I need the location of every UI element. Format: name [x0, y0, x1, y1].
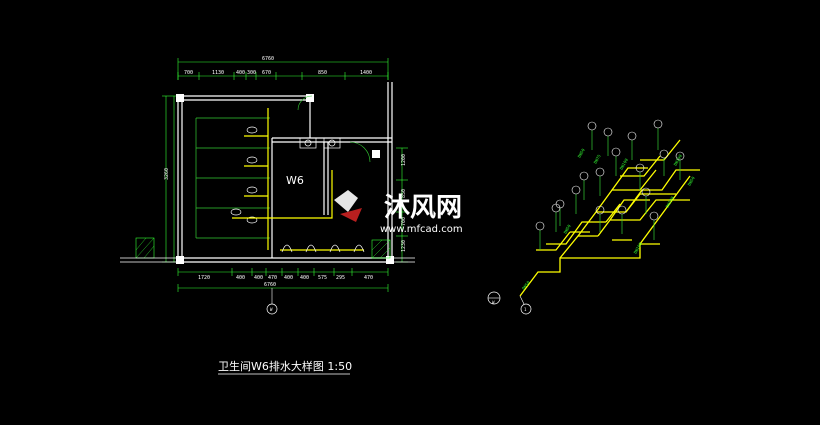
- isometric-diagram: DN50 DN50 DN75 DN100 DN100 DN50 DN50 DN1…: [487, 119, 700, 315]
- riser-bubble: [520, 303, 532, 315]
- bottom-dim-2: 400: [236, 275, 245, 281]
- left-dim-total: 3260: [164, 168, 170, 180]
- top-dim-6: 850: [318, 70, 327, 76]
- pipe-label: DN50: [563, 223, 572, 234]
- right-dim-2: 850: [401, 189, 407, 198]
- top-dim-1: 700: [184, 70, 193, 76]
- watermark-logo: [334, 190, 358, 212]
- right-dim-1: 1200: [401, 154, 407, 166]
- pipe-label: DN50: [521, 279, 531, 290]
- bottom-dim-8: 295: [336, 275, 345, 281]
- iso-risers: [539, 128, 681, 250]
- floor-plan: 6760 700 1130 400 300 670 850 1400: [120, 56, 415, 315]
- toilet-fixtures: [230, 126, 258, 224]
- top-dim-4: 300: [247, 70, 256, 76]
- top-dim-7: 1400: [360, 70, 372, 76]
- pipe-label: DN75: [593, 153, 602, 164]
- iso-axis-label: W: [492, 300, 495, 305]
- pipe-label: DN50: [687, 175, 696, 186]
- plan-drain-pipes: [232, 108, 364, 251]
- column: [176, 256, 184, 264]
- stall-partitions: [195, 117, 270, 239]
- bottom-dim-chain: 1720 400 400 470 400 400 575 295 470 676…: [177, 268, 389, 292]
- watermark-text: 沐风网: [384, 193, 462, 223]
- iso-pipe-labels: DN50 DN50 DN75 DN100 DN100 DN50 DN50 DN1…: [521, 147, 696, 290]
- bottom-dim-1: 1720: [198, 275, 210, 281]
- urinals: [281, 244, 365, 253]
- bottom-dim-9: 470: [364, 275, 373, 281]
- top-dim-5: 670: [262, 70, 271, 76]
- pipe-label: DN100: [673, 153, 684, 166]
- top-dim-2: 1130: [212, 70, 224, 76]
- right-dim-4: 1230: [401, 240, 407, 252]
- bottom-dim-6: 400: [300, 275, 309, 281]
- bottom-dim-7: 575: [318, 275, 327, 281]
- bottom-dim-3: 400: [254, 275, 263, 281]
- column: [306, 94, 314, 102]
- bottom-dim-4: 470: [268, 275, 277, 281]
- watermark-logo-accent: [340, 208, 362, 222]
- overall-dim-top: 6760: [262, 56, 274, 62]
- title-text: 卫生间W6排水大样图 1:50: [218, 359, 352, 373]
- doors: [297, 95, 371, 163]
- pipe-label: DN100: [619, 157, 630, 170]
- pipe-label: DN50: [577, 147, 586, 158]
- iso-pipes: [519, 139, 700, 297]
- axis-bubble: [266, 303, 278, 315]
- walls: [177, 82, 393, 263]
- pipe-label: DN100: [633, 241, 644, 254]
- axis-label: W: [270, 307, 273, 312]
- drawing-title: 卫生间W6排水大样图 1:50: [218, 359, 352, 375]
- column: [372, 150, 380, 158]
- column: [386, 256, 394, 264]
- column: [176, 94, 184, 102]
- overall-dim-bottom: 6760: [264, 282, 276, 288]
- room-label: W6: [286, 174, 304, 187]
- iso-tags: [535, 119, 685, 231]
- watermark-url: www.mfcad.com: [380, 224, 463, 235]
- pipe-label: DN100: [665, 195, 676, 208]
- top-dim-chain: 700 1130 400 300 670 850 1400: [177, 70, 389, 80]
- right-dim-3: 700: [401, 217, 407, 226]
- watermark: 沐风网 www.mfcad.com: [334, 190, 463, 235]
- riser-label: 1: [524, 307, 527, 312]
- top-dim-3: 400: [236, 70, 245, 76]
- bottom-dim-5: 400: [284, 275, 293, 281]
- sinks: [299, 137, 341, 149]
- shaft-right: [371, 239, 391, 259]
